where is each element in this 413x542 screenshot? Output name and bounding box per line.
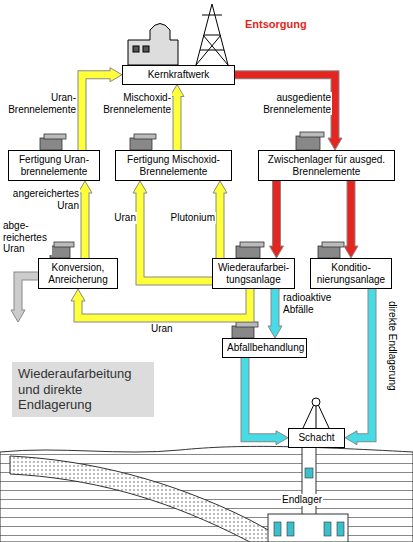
headframe — [303, 398, 329, 428]
edge-label: Uran- Brennelemente — [3, 92, 77, 115]
flow-arrow — [245, 358, 288, 445]
power-plant — [128, 4, 228, 65]
flow-arrow — [344, 181, 358, 258]
box-label: Zwischenlager für ausged. Brennelemente — [263, 154, 390, 177]
process-box: Abfallbehandlung — [222, 338, 307, 358]
depleted-arrow — [11, 276, 38, 322]
box-label: Konditio- nierungsanlage — [315, 262, 387, 285]
flow-arrow — [235, 75, 342, 150]
process-box: Fertigung Mischoxid- Brennelemente — [115, 150, 232, 181]
flow-arrow — [345, 289, 372, 445]
box-label: Schacht — [293, 432, 340, 444]
box-label: Konversion, Anreicherung — [43, 262, 113, 285]
edge-label: direkte Endlagerung — [387, 300, 399, 392]
note-label: Entsorgung — [244, 18, 308, 31]
process-box: Fertigung Uran- brennelemente — [8, 150, 100, 181]
edge-label: Mischoxid- Brennelemente — [98, 92, 172, 115]
edge-label: Uran — [150, 323, 174, 335]
flow-arrow — [270, 181, 284, 258]
box-label: Fertigung Uran- brennelemente — [13, 154, 95, 177]
process-box: Kernkraftwerk — [122, 65, 235, 85]
ground — [0, 443, 413, 542]
process-box: Konversion, Anreicherung — [38, 258, 118, 289]
process-box: Schacht — [288, 428, 345, 448]
flow-arrow — [78, 181, 92, 258]
edge-label: Uran — [108, 212, 137, 224]
edge-label: angereichertes Uran — [4, 188, 80, 211]
flow-arrow — [71, 289, 250, 318]
process-box: Konditio- nierungsanlage — [310, 258, 392, 289]
flow-arrow — [170, 85, 184, 151]
box-label: Kernkraftwerk — [127, 69, 230, 81]
edge-label: ausgediente Brennelemente — [256, 92, 332, 115]
box-label: Fertigung Mischoxid- Brennelemente — [120, 154, 227, 177]
diagram-title: Wiederaufarbeitung und direkte Endlageru… — [12, 362, 154, 417]
edge-label: radioaktive Abfälle — [282, 292, 344, 315]
note-label: Endlager — [281, 494, 323, 506]
box-label: Abfallbehandlung — [227, 342, 302, 354]
note-label: abge- reichertes Uran — [2, 220, 52, 255]
box-label: Wiederaufarbei- tungsanlage — [217, 262, 290, 285]
edge-label: Plutonium — [156, 212, 216, 224]
process-box: Wiederaufarbei- tungsanlage — [212, 258, 295, 289]
process-box: Zwischenlager für ausged. Brennelemente — [258, 150, 395, 181]
flow-arrow — [133, 181, 212, 281]
flow-arrow — [268, 289, 282, 338]
